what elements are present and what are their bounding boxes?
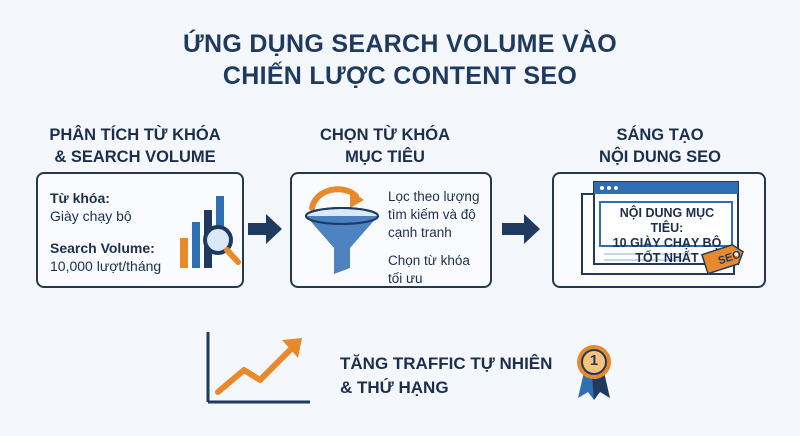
step2-title-line1: CHỌN TỪ KHÓA bbox=[319, 126, 451, 144]
funnel-icon bbox=[305, 186, 379, 274]
step3-title: SÁNG TẠO NỘI DUNG SEO bbox=[555, 124, 765, 168]
ribbon-badge-icon bbox=[577, 345, 611, 400]
step2-title: CHỌN TỪ KHÓA MỤC TIÊU bbox=[285, 124, 485, 168]
step1-box: Từ khóa: Giày chạy bộ Search Volume: 10,… bbox=[36, 172, 244, 288]
step1-title-line2: & SEARCH VOLUME bbox=[54, 148, 216, 166]
choose-text-line2: tối ưu bbox=[388, 271, 423, 286]
result-line2: & THỨ HẠNG bbox=[340, 378, 449, 397]
filter-text: Lọc theo lượng tìm kiếm và độ cạnh tranh bbox=[388, 188, 479, 242]
step2-box: Lọc theo lượng tìm kiếm và độ cạnh tranh… bbox=[290, 172, 492, 288]
doc-line1: NỘI DUNG MỤC TIÊU: bbox=[619, 206, 715, 235]
arrow-right-icon bbox=[502, 214, 540, 244]
doc-line2: 10 GIÀY CHẠY BỘ bbox=[612, 236, 722, 250]
volume-value: 10,000 lượt/tháng bbox=[50, 258, 162, 274]
doc-content: NỘI DUNG MỤC TIÊU: 10 GIÀY CHẠY BỘ TỐT N… bbox=[602, 206, 732, 266]
step3-title-line1: SÁNG TẠO bbox=[616, 126, 704, 144]
filter-text-line3: cạnh tranh bbox=[388, 225, 452, 240]
volume-label: Search Volume: bbox=[50, 240, 155, 256]
arrow-right-icon bbox=[248, 214, 282, 244]
document-icon bbox=[581, 181, 744, 275]
step3-title-line2: NỘI DUNG SEO bbox=[599, 148, 721, 166]
result-line1: TĂNG TRAFFIC TỰ NHIÊN bbox=[340, 354, 553, 373]
step3-box: NỘI DUNG MỤC TIÊU: 10 GIÀY CHẠY BỘ TỐT N… bbox=[552, 172, 766, 288]
doc-line3: TỐT NHẤT bbox=[635, 251, 699, 265]
growth-chart-icon bbox=[206, 332, 310, 404]
step1-title-line1: PHÂN TÍCH TỪ KHÓA bbox=[49, 126, 221, 144]
step2-title-line2: MỤC TIÊU bbox=[345, 148, 425, 166]
bar-chart-magnifier-icon bbox=[180, 196, 241, 268]
choose-text: Chọn từ khóa tối ưu bbox=[388, 252, 470, 288]
keyword-label: Từ khóa: bbox=[50, 190, 110, 206]
result-text: TĂNG TRAFFIC TỰ NHIÊN & THỨ HẠNG bbox=[340, 352, 552, 400]
filter-text-line1: Lọc theo lượng bbox=[388, 189, 480, 204]
title-line-2: CHIẾN LƯỢC CONTENT SEO bbox=[222, 62, 578, 90]
page-title: ỨNG DỤNG SEARCH VOLUME VÀO CHIẾN LƯỢC CO… bbox=[0, 28, 800, 92]
rank-number: 1 bbox=[589, 352, 599, 369]
keyword-value: Giày chạy bộ bbox=[50, 208, 132, 224]
choose-text-line1: Chọn từ khóa bbox=[388, 253, 470, 268]
filter-text-line2: tìm kiếm và độ bbox=[388, 207, 476, 222]
step1-title: PHÂN TÍCH TỪ KHÓA & SEARCH VOLUME bbox=[30, 124, 240, 168]
title-line-1: ỨNG DỤNG SEARCH VOLUME VÀO bbox=[182, 30, 618, 58]
